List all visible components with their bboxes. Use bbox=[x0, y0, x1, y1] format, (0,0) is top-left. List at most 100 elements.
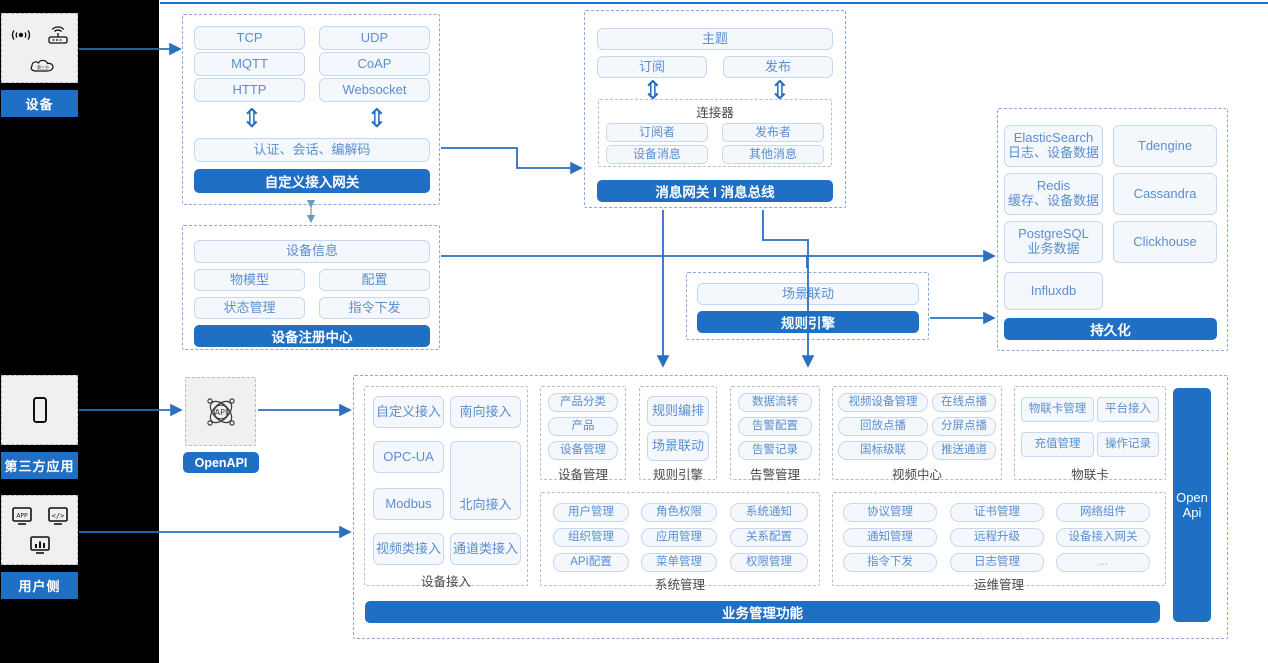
store-cassandra[interactable]: Cassandra bbox=[1113, 173, 1217, 215]
device-info-header[interactable]: 设备信息 bbox=[194, 240, 430, 263]
protocol-mqtt[interactable]: MQTT bbox=[194, 52, 305, 76]
re-rule-orchestration[interactable]: 规则编排 bbox=[647, 396, 709, 426]
device-state-mgmt[interactable]: 状态管理 bbox=[194, 297, 305, 319]
protocol-coap[interactable]: CoAP bbox=[319, 52, 430, 76]
business-title-bar[interactable]: 业务管理功能 bbox=[365, 601, 1160, 623]
sm-menu-mgmt[interactable]: 菜单管理 bbox=[641, 553, 717, 572]
wifi-signal-icon bbox=[10, 27, 32, 43]
store-postgresql[interactable]: PostgreSQL 业务数据 bbox=[1004, 221, 1103, 263]
da-modbus[interactable]: Modbus bbox=[373, 488, 444, 520]
protocol-websocket[interactable]: Websocket bbox=[319, 78, 430, 102]
device-command-issue[interactable]: 指令下发 bbox=[319, 297, 430, 319]
connector-subscriber[interactable]: 订阅者 bbox=[606, 123, 708, 142]
sm-user-mgmt[interactable]: 用户管理 bbox=[553, 503, 629, 522]
store-redis-desc: 缓存、设备数据 bbox=[1007, 193, 1099, 208]
sm-perm-mgmt[interactable]: 权限管理 bbox=[730, 553, 808, 572]
store-elasticsearch-desc: 日志、设备数据 bbox=[1007, 145, 1099, 160]
sm-role-perm[interactable]: 角色权限 bbox=[641, 503, 717, 522]
rule-engine-title[interactable]: 规则引擎 bbox=[697, 311, 919, 333]
ic-operation-log[interactable]: 操作记录 bbox=[1097, 432, 1159, 457]
connector-other-msg[interactable]: 其他消息 bbox=[722, 145, 824, 164]
da-opc-ua[interactable]: OPC-UA bbox=[373, 441, 444, 473]
group-video-center-label: 视频中心 bbox=[891, 468, 942, 482]
dm-product-category[interactable]: 产品分类 bbox=[548, 393, 618, 412]
ic-recharge-mgmt[interactable]: 充值管理 bbox=[1021, 432, 1094, 457]
actor-device[interactable]: 第三方 设备 bbox=[1, 13, 78, 117]
store-elasticsearch-name: ElasticSearch bbox=[1013, 130, 1094, 146]
vc-push-channel[interactable]: 推送通道 bbox=[932, 441, 996, 460]
persistence-title[interactable]: 持久化 bbox=[1004, 318, 1217, 340]
protocol-http[interactable]: HTTP bbox=[194, 78, 305, 102]
vc-playback[interactable]: 回放点播 bbox=[838, 417, 928, 436]
business-container bbox=[353, 375, 1228, 639]
om-remote-upgrade[interactable]: 远程升级 bbox=[950, 528, 1044, 547]
sm-app-mgmt[interactable]: 应用管理 bbox=[641, 528, 717, 547]
device-config[interactable]: 配置 bbox=[319, 269, 430, 291]
actor-third-party[interactable]: 第三方应用 bbox=[1, 375, 78, 479]
da-southbound[interactable]: 南向接入 bbox=[450, 396, 521, 428]
vc-online-play[interactable]: 在线点播 bbox=[932, 393, 996, 412]
group-ops-management-label: 运维管理 bbox=[973, 578, 1024, 592]
dm-product[interactable]: 产品 bbox=[548, 417, 618, 436]
connector-container bbox=[598, 99, 832, 167]
store-influxdb[interactable]: Influxdb bbox=[1004, 272, 1103, 310]
ic-platform-access[interactable]: 平台接入 bbox=[1097, 397, 1159, 422]
rule-engine-scene-linkage[interactable]: 场景联动 bbox=[697, 283, 919, 305]
protocol-udp[interactable]: UDP bbox=[319, 26, 430, 50]
am-alarm-records[interactable]: 告警记录 bbox=[738, 441, 812, 460]
sm-system-notify[interactable]: 系统通知 bbox=[730, 503, 808, 522]
message-subscribe[interactable]: 订阅 bbox=[597, 56, 707, 78]
message-gateway-title[interactable]: 消息网关 I 消息总线 bbox=[597, 180, 833, 202]
group-device-management-label: 设备管理 bbox=[557, 468, 608, 482]
store-clickhouse[interactable]: Clickhouse bbox=[1113, 221, 1217, 263]
dm-device-mgmt[interactable]: 设备管理 bbox=[548, 441, 618, 460]
app-window-icon: APP bbox=[11, 506, 33, 526]
connector-publisher[interactable]: 发布者 bbox=[722, 123, 824, 142]
om-protocol-mgmt[interactable]: 协议管理 bbox=[843, 503, 937, 522]
om-log-mgmt[interactable]: 日志管理 bbox=[950, 553, 1044, 572]
om-network-comp[interactable]: 网络组件 bbox=[1056, 503, 1150, 522]
openapi-vertical-rail[interactable]: Open Api bbox=[1173, 388, 1211, 622]
store-elasticsearch[interactable]: ElasticSearch 日志、设备数据 bbox=[1004, 125, 1103, 167]
actor-user-side[interactable]: APP </> 用户侧 bbox=[1, 495, 78, 599]
device-thing-model[interactable]: 物模型 bbox=[194, 269, 305, 291]
actor-third-party-iconbox bbox=[1, 375, 78, 445]
updown-arrow-subscribe: ⇕ bbox=[642, 76, 664, 106]
om-device-gateway[interactable]: 设备接入网关 bbox=[1056, 528, 1150, 547]
am-alarm-config[interactable]: 告警配置 bbox=[738, 417, 812, 436]
vc-video-device-mgmt[interactable]: 视频设备管理 bbox=[838, 393, 928, 412]
vc-split-screen[interactable]: 分屏点播 bbox=[932, 417, 996, 436]
om-cert-mgmt[interactable]: 证书管理 bbox=[950, 503, 1044, 522]
protocol-tcp[interactable]: TCP bbox=[194, 26, 305, 50]
re-scene-linkage[interactable]: 场景联动 bbox=[647, 431, 709, 461]
message-topic[interactable]: 主题 bbox=[597, 28, 833, 50]
da-video-access[interactable]: 视频类接入 bbox=[373, 533, 444, 565]
am-data-flow[interactable]: 数据流转 bbox=[738, 393, 812, 412]
openapi-rail-line1: Open bbox=[1176, 490, 1208, 505]
connector-device-msg[interactable]: 设备消息 bbox=[606, 145, 708, 164]
openapi-iconbox: API bbox=[185, 377, 256, 446]
device-registry-title[interactable]: 设备注册中心 bbox=[194, 325, 430, 347]
group-device-access-label: 设备接入 bbox=[420, 575, 471, 589]
ic-card-mgmt[interactable]: 物联卡管理 bbox=[1021, 397, 1094, 422]
access-gateway-middle[interactable]: 认证、会话、编解码 bbox=[194, 138, 430, 162]
openapi-label[interactable]: OpenAPI bbox=[183, 452, 259, 473]
store-tdengine[interactable]: Tdengine bbox=[1113, 125, 1217, 167]
da-northbound[interactable]: 北向接入 bbox=[450, 441, 521, 520]
access-gateway-title[interactable]: 自定义接入网关 bbox=[194, 169, 430, 193]
sm-org-mgmt[interactable]: 组织管理 bbox=[553, 528, 629, 547]
om-command-issue[interactable]: 指令下发 bbox=[843, 553, 937, 572]
da-channel-access[interactable]: 通道类接入 bbox=[450, 533, 521, 565]
om-notify-mgmt[interactable]: 通知管理 bbox=[843, 528, 937, 547]
group-rule-engine-label: 规则引擎 bbox=[652, 468, 703, 482]
om-more[interactable]: ... bbox=[1056, 553, 1150, 572]
store-redis[interactable]: Redis 缓存、设备数据 bbox=[1004, 173, 1103, 215]
message-publish[interactable]: 发布 bbox=[723, 56, 833, 78]
actor-device-iconbox: 第三方 bbox=[1, 13, 78, 83]
da-custom-access[interactable]: 自定义接入 bbox=[373, 396, 444, 428]
sm-relation-config[interactable]: 关系配置 bbox=[730, 528, 808, 547]
svg-text:</>: </> bbox=[52, 512, 65, 520]
sm-api-config[interactable]: API配置 bbox=[553, 553, 629, 572]
vc-gb-cascade[interactable]: 国标级联 bbox=[838, 441, 928, 460]
